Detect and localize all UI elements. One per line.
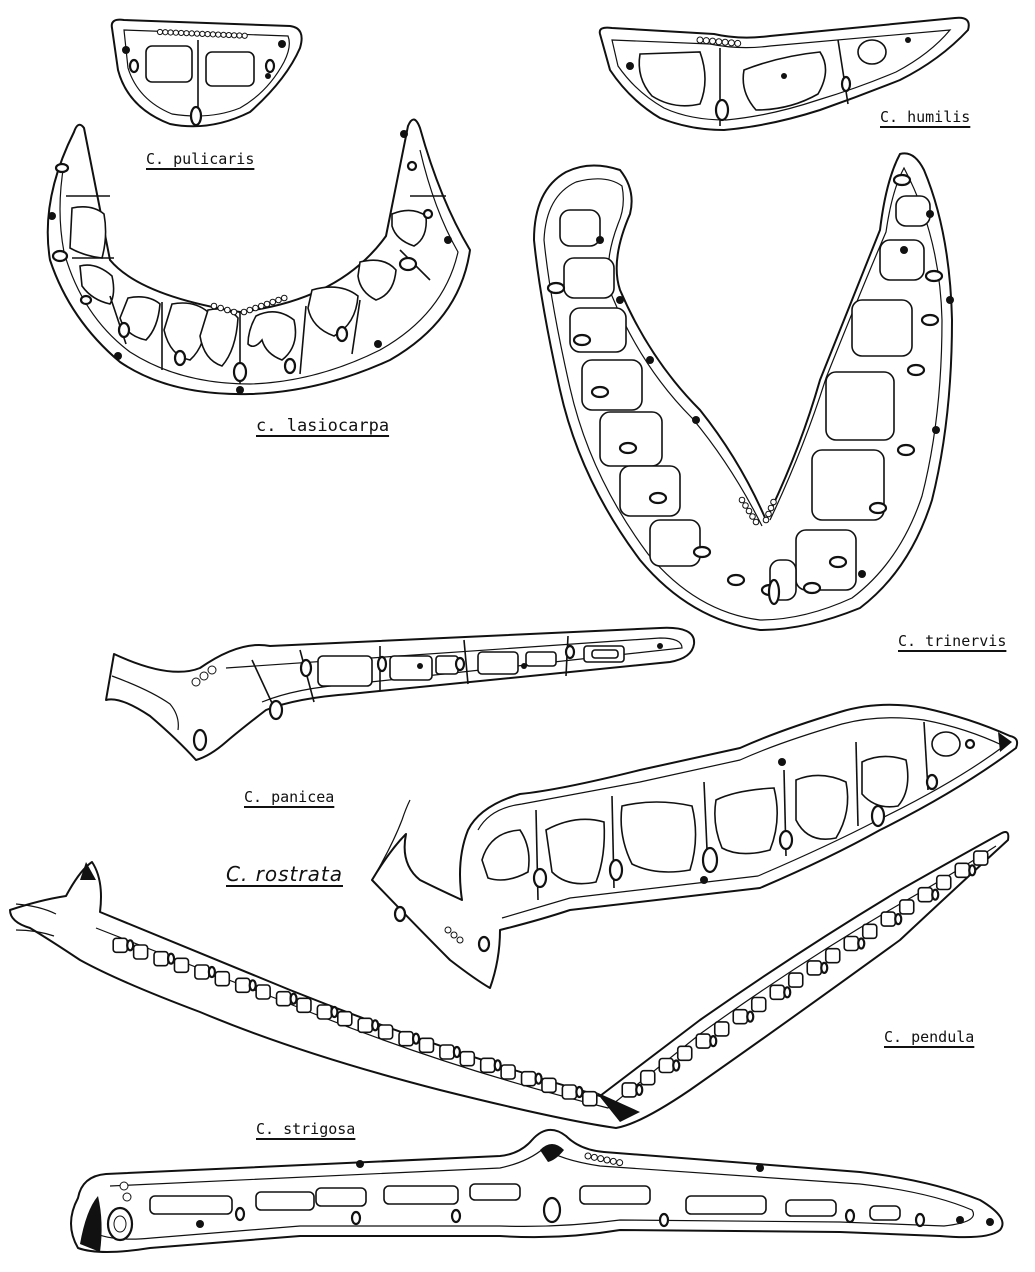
section-trinervis <box>534 153 954 630</box>
label-panicea: C. panicea <box>244 788 334 806</box>
section-panicea <box>106 628 694 760</box>
label-pulicaris: C. pulicaris <box>146 150 254 168</box>
section-rostrata <box>372 705 1017 988</box>
label-strigosa: C. strigosa <box>256 1120 355 1138</box>
label-trinervis: C. trinervis <box>898 632 1006 650</box>
label-lasiocarpa: c. lasiocarpa <box>256 416 389 436</box>
label-pendula: C. pendula <box>884 1028 974 1046</box>
label-rostrata: C. rostrata <box>226 862 343 886</box>
section-strigosa <box>71 1130 1003 1252</box>
section-lasiocarpa <box>48 119 470 394</box>
label-humilis: C. humilis <box>880 108 970 126</box>
section-pulicaris <box>112 20 302 127</box>
